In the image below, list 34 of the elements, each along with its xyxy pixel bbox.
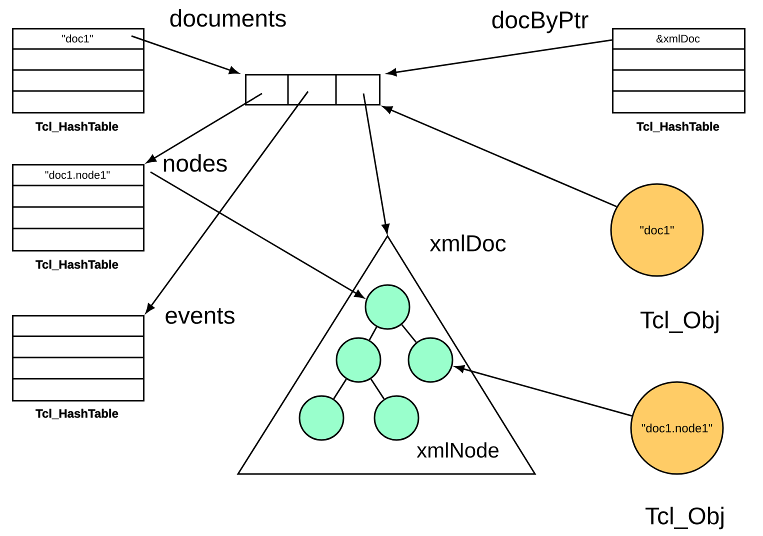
hash-table: "doc1" [12, 28, 144, 114]
tree-node-circle [408, 337, 454, 383]
struct-box [245, 74, 380, 106]
tree-line [368, 326, 378, 340]
arrow [454, 365, 632, 417]
table-caption: Tcl_HashTable [36, 122, 118, 132]
field-label: docByPtr [492, 10, 588, 34]
triangle-label: xmlDoc [430, 234, 506, 252]
tree-node-circle [336, 337, 382, 383]
object-caption: Tcl_Obj [640, 310, 718, 334]
hash-table [12, 315, 144, 402]
arrow [131, 35, 239, 74]
arrow [386, 39, 612, 76]
field-label: documents [170, 9, 286, 27]
tree-node-circle [374, 395, 420, 441]
arrow [382, 106, 617, 208]
hash-table: "doc1.node1" [12, 164, 144, 252]
tree-line [370, 378, 385, 400]
tree-node-circle [364, 284, 410, 330]
tree-line [401, 324, 417, 343]
arrow [150, 171, 364, 298]
object-caption: Tcl_Obj [646, 506, 724, 530]
tree-line [333, 378, 347, 400]
triangle-label: xmlNode [416, 442, 498, 458]
field-label: events [166, 308, 234, 324]
table-caption: Tcl_HashTable [636, 122, 720, 132]
arrow [146, 92, 262, 164]
hash-table: &xmlDoc [612, 28, 746, 114]
arrow [362, 93, 390, 234]
field-label: nodes [164, 154, 227, 172]
table-caption: Tcl_HashTable [36, 408, 118, 420]
table-caption: Tcl_HashTable [36, 260, 118, 270]
arrow [146, 91, 309, 314]
tree-node-circle [298, 395, 344, 441]
